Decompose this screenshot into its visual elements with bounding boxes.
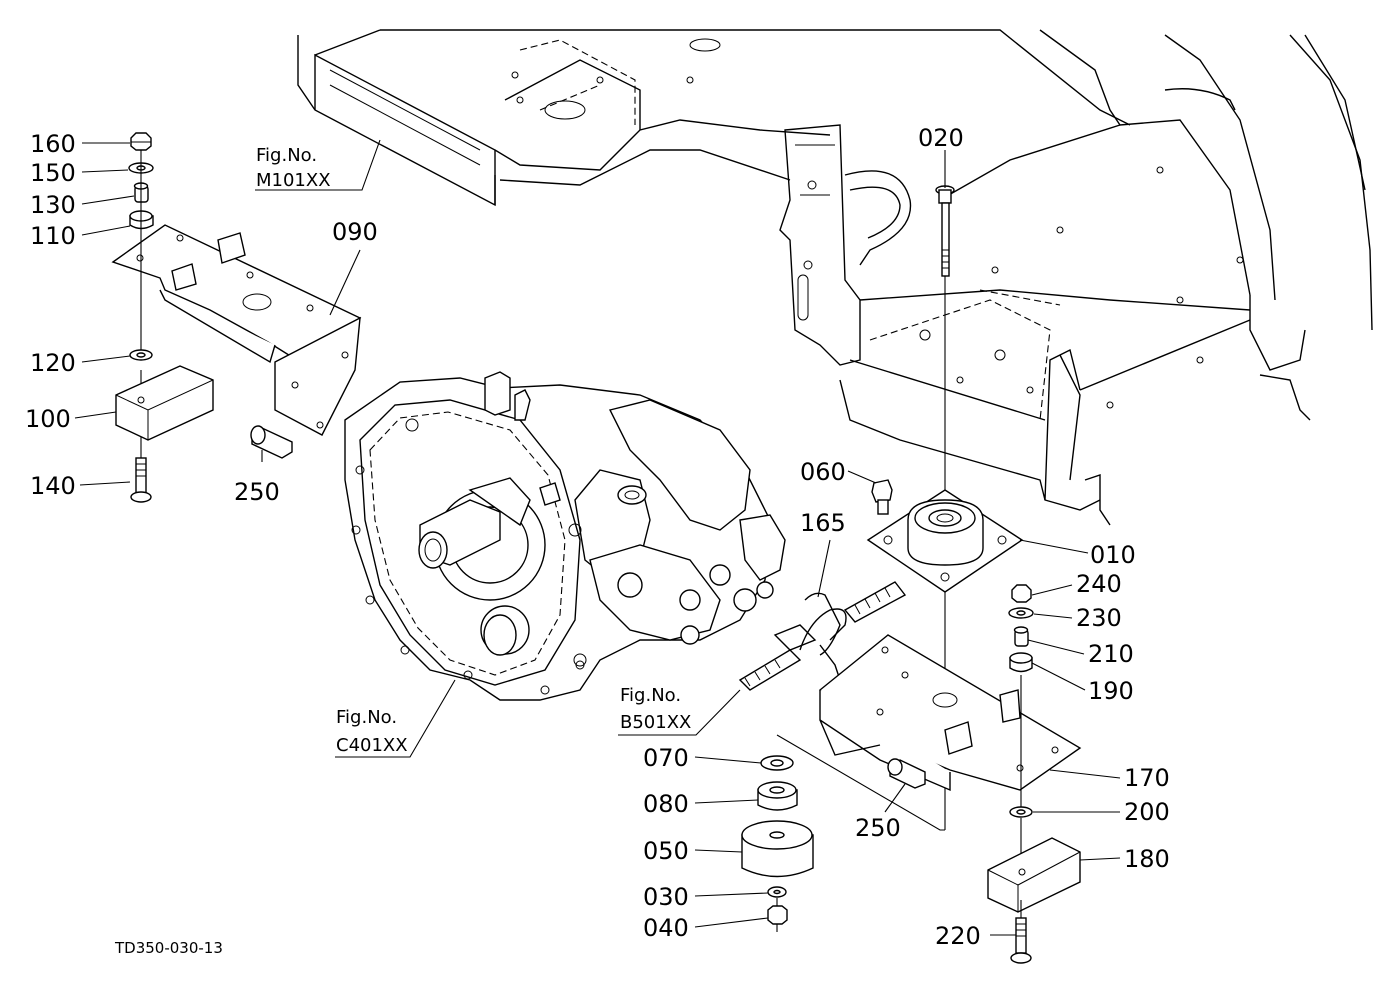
callout-170: 170 — [1124, 764, 1170, 792]
callout-240: 240 — [1076, 570, 1122, 598]
callout-030: 030 — [643, 883, 689, 911]
fig-ref-prefix: Fig.No. — [336, 707, 397, 728]
callout-110: 110 — [30, 222, 76, 250]
callout-250-right: 250 — [855, 814, 901, 842]
callout-150: 150 — [30, 159, 76, 187]
callout-130: 130 — [30, 191, 76, 219]
fig-ref-code: M101XX — [256, 170, 331, 191]
callout-040: 040 — [643, 914, 689, 942]
fig-ref-code: B501XX — [620, 712, 691, 733]
callout-140: 140 — [30, 472, 76, 500]
callout-165: 165 — [800, 509, 846, 537]
callout-120: 120 — [30, 349, 76, 377]
chassis-frame-drawing — [297, 29, 1373, 526]
callout-160: 160 — [30, 130, 76, 158]
callout-230: 230 — [1076, 604, 1122, 632]
leader-lines — [74, 139, 1121, 936]
part-callout-labels: 160 150 130 110 090 120 100 140 250 020 … — [25, 124, 1170, 950]
callout-190: 190 — [1088, 677, 1134, 705]
callout-200: 200 — [1124, 798, 1170, 826]
callout-020: 020 — [918, 124, 964, 152]
transmission-housing-drawing — [344, 371, 786, 701]
callout-210: 210 — [1088, 640, 1134, 668]
callout-010: 010 — [1090, 541, 1136, 569]
fig-ref-prefix: Fig.No. — [620, 685, 681, 706]
callout-180: 180 — [1124, 845, 1170, 873]
callout-050: 050 — [643, 837, 689, 865]
diagram-code: TD350-030-13 — [114, 939, 223, 957]
callout-100: 100 — [25, 405, 71, 433]
cable-165-drawing — [738, 581, 907, 691]
figure-references: Fig.No. M101XX Fig.No. B501XX Fig.No. C4… — [256, 145, 691, 756]
left-mount-assembly — [111, 132, 362, 503]
callout-070: 070 — [643, 744, 689, 772]
callout-250-left: 250 — [234, 478, 280, 506]
callout-080: 080 — [643, 790, 689, 818]
fig-ref-prefix: Fig.No. — [256, 145, 317, 166]
callout-220: 220 — [935, 922, 981, 950]
right-mount-assembly — [741, 185, 1082, 964]
callout-090: 090 — [332, 218, 378, 246]
fig-ref-code: C401XX — [336, 735, 408, 756]
callout-060: 060 — [800, 458, 846, 486]
